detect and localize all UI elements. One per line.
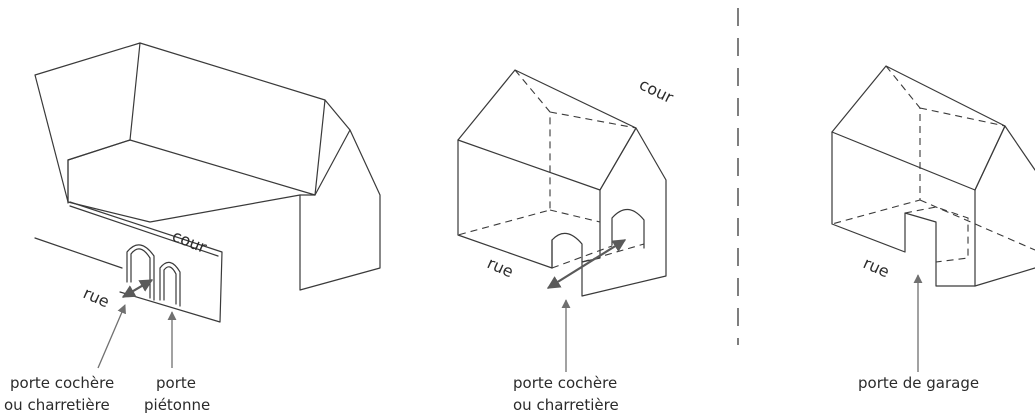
fig1-caption-right-2: piétonne — [144, 396, 210, 414]
fig3-front-wall — [831, 131, 937, 263]
fig3-front-roof — [831, 65, 1006, 191]
fig1-roof-left-gable — [34, 42, 141, 203]
fig1-caption-left-2: ou charretière — [4, 396, 110, 414]
fig2-label-yard: cour — [636, 75, 676, 108]
fig1-caption-right-1: porte — [156, 374, 196, 392]
fig1-roof-main — [129, 42, 326, 196]
fig3-caption-1: porte de garage — [858, 374, 979, 392]
fig2-label-street: rue — [484, 253, 516, 281]
figure-2-through-passage-house: rue cour porte cochère ou charretière — [457, 69, 677, 414]
fig2-front-roof — [457, 69, 637, 191]
fig1-ground-line — [34, 237, 123, 269]
fig1-right-gable — [299, 129, 381, 291]
fig1-house-front — [67, 194, 316, 223]
fig2-hidden-edges — [457, 69, 551, 236]
fig2-caption-1: porte cochère — [513, 374, 617, 392]
fig2-back-door — [611, 208, 645, 249]
figure-3-garage-house: rue porte de garage — [831, 65, 1035, 392]
fig1-caption-left-1: porte cochère — [10, 374, 114, 392]
fig1-carriage-door — [126, 244, 155, 301]
fig3-right-gable — [974, 125, 1035, 191]
fig3-label-street: rue — [860, 253, 892, 281]
fig3-hidden-edges — [831, 65, 921, 225]
fig2-front-wall — [457, 139, 553, 269]
fig1-label-yard: cour — [170, 226, 210, 257]
fig1-pointer-carriage — [97, 304, 126, 369]
fig1-pedestrian-door — [159, 261, 181, 307]
fig1-courtyard-wall — [69, 201, 223, 323]
fig1-passage-arrow — [121, 279, 154, 298]
fig1-label-street: rue — [80, 283, 112, 311]
fig2-passage-arrow — [546, 239, 627, 289]
fig2-caption-2: ou charretière — [513, 396, 619, 414]
figure-1-courtyard-house: rue cour porte cochère ou charretière po… — [4, 42, 381, 414]
fig2-right-gable — [581, 127, 667, 297]
